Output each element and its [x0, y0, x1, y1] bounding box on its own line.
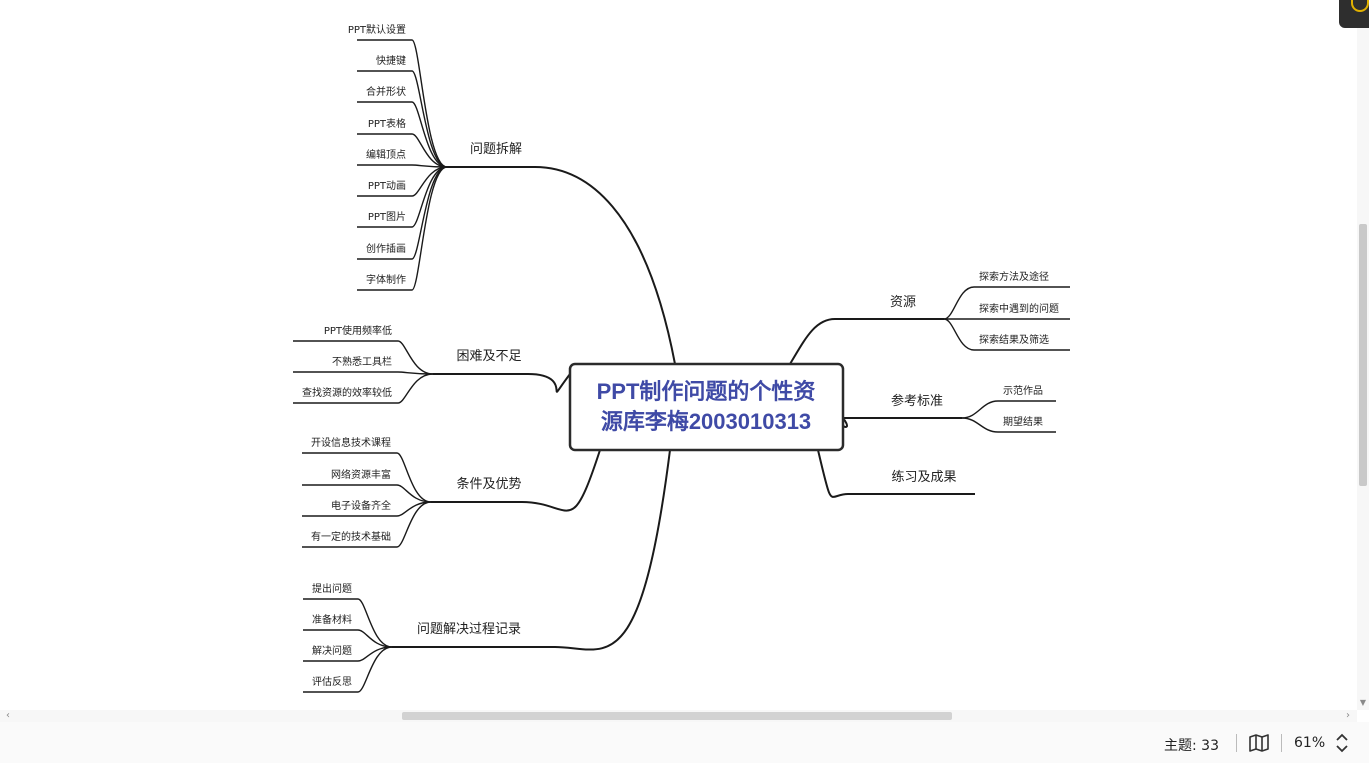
- subtopic-connector: [357, 133, 448, 168]
- vertical-scrollbar[interactable]: ▲ ▼: [1357, 0, 1369, 710]
- assistant-widget[interactable]: [1339, 0, 1369, 28]
- subtopic[interactable]: 解决问题: [312, 644, 352, 657]
- subtopic-connector: [961, 417, 1056, 433]
- subtopic[interactable]: 评估反思: [312, 675, 352, 688]
- subtopic-connector: [943, 286, 1070, 320]
- branch-connector-right: [817, 449, 975, 498]
- main-topic[interactable]: 问题拆解: [470, 142, 522, 157]
- subtopic[interactable]: PPT默认设置: [348, 23, 406, 36]
- subtopic[interactable]: 期望结果: [1003, 415, 1043, 428]
- subtopic[interactable]: PPT表格: [368, 117, 406, 130]
- scroll-left-arrow-icon[interactable]: ‹: [6, 710, 10, 721]
- branch-connector-left: [447, 166, 676, 365]
- subtopic-connector: [961, 400, 1056, 419]
- subtopic-connector: [357, 166, 448, 228]
- zoom-level: 61%: [1294, 735, 1326, 751]
- subtopic[interactable]: 提出问题: [312, 582, 352, 595]
- horizontal-scroll-thumb[interactable]: [402, 712, 952, 720]
- main-topic[interactable]: 练习及成果: [891, 470, 956, 485]
- subtopic-connector: [357, 164, 448, 168]
- root-topic-line-2: 源库李梅2003010313: [601, 409, 811, 434]
- subtopic-connector: [293, 340, 434, 375]
- subtopic[interactable]: 探索中遇到的问题: [979, 302, 1059, 315]
- subtopic-connector: [357, 39, 448, 168]
- subtopic-connector: [293, 371, 434, 375]
- mindmap-canvas[interactable]: 问题拆解 PPT默认设置快捷键合并形状 PPT表格编辑顶点 PPT动画 PPT图片创作插…: [0, 0, 1357, 710]
- subtopic[interactable]: 编辑顶点: [366, 148, 406, 161]
- branch-connector-left: [431, 449, 601, 512]
- subtopic-connector: [293, 373, 434, 404]
- subtopic-connector: [943, 318, 1070, 351]
- subtopic-connector: [357, 166, 448, 291]
- branch-connector-right: [837, 417, 962, 428]
- root-topic[interactable]: PPT制作问题的个性资 源库李梅2003010313: [568, 362, 845, 452]
- branch-connector-left: [433, 373, 571, 393]
- subtopic[interactable]: 示范作品: [1003, 384, 1043, 397]
- subtopic-connector: [357, 70, 448, 168]
- scroll-down-arrow-icon[interactable]: ▼: [1359, 698, 1367, 707]
- root-topic-line-1: PPT制作问题的个性资: [597, 379, 816, 404]
- scroll-right-arrow-icon[interactable]: ›: [1346, 710, 1350, 721]
- subtopic[interactable]: 字体制作: [366, 273, 406, 286]
- subtopic-connector: [302, 501, 432, 517]
- subtopic[interactable]: 不熟悉工具栏: [332, 355, 392, 368]
- subtopic-connector: [302, 452, 432, 503]
- subtopic[interactable]: 有一定的技术基础: [311, 530, 391, 543]
- subtopic[interactable]: 合并形状: [366, 85, 406, 98]
- vertical-scroll-thumb[interactable]: [1359, 224, 1367, 486]
- main-topic[interactable]: 条件及优势: [456, 476, 521, 492]
- branch-connector-left: [392, 449, 671, 651]
- subtopic-connector: [302, 484, 432, 503]
- subtopic[interactable]: 快捷键: [376, 54, 406, 67]
- book-open-icon[interactable]: [1248, 733, 1270, 753]
- subtopic[interactable]: 查找资源的效率较低: [302, 386, 392, 399]
- subtopic[interactable]: 探索结果及筛选: [979, 333, 1049, 346]
- main-topic[interactable]: 资源: [890, 295, 916, 310]
- subtopic-connector: [303, 646, 393, 693]
- status-divider: [1281, 734, 1282, 752]
- subtopic-connector: [303, 598, 393, 648]
- subtopic[interactable]: PPT使用频率低: [324, 324, 392, 337]
- subtopic[interactable]: 开设信息技术课程: [311, 436, 391, 449]
- assistant-ring-icon: [1351, 0, 1369, 12]
- main-topic[interactable]: 问题解决过程记录: [417, 622, 521, 637]
- subtopic-connector: [302, 501, 432, 548]
- subtopic[interactable]: PPT动画: [368, 180, 406, 192]
- status-bar: 主题: 33 61%: [0, 722, 1369, 763]
- branch-connector-right: [789, 318, 944, 365]
- subtopic[interactable]: PPT图片: [368, 210, 406, 223]
- subtopic-connector: [303, 629, 393, 648]
- subtopic-connector: [303, 646, 393, 662]
- main-topic[interactable]: 困难及不足: [456, 349, 521, 364]
- subtopic[interactable]: 准备材料: [312, 613, 352, 626]
- subtopic[interactable]: 网络资源丰富: [331, 468, 391, 481]
- chevron-up-down-icon[interactable]: [1335, 731, 1349, 755]
- subtopic-connector: [357, 101, 448, 168]
- horizontal-scrollbar[interactable]: ‹ ›: [0, 710, 1357, 722]
- subtopic[interactable]: 探索方法及途径: [979, 270, 1049, 283]
- topic-count: 主题: 33: [1164, 738, 1219, 754]
- main-topic[interactable]: 参考标准: [891, 393, 943, 409]
- subtopic[interactable]: 创作插画: [366, 242, 406, 255]
- subtopic[interactable]: 电子设备齐全: [331, 499, 391, 512]
- status-divider: [1236, 734, 1237, 752]
